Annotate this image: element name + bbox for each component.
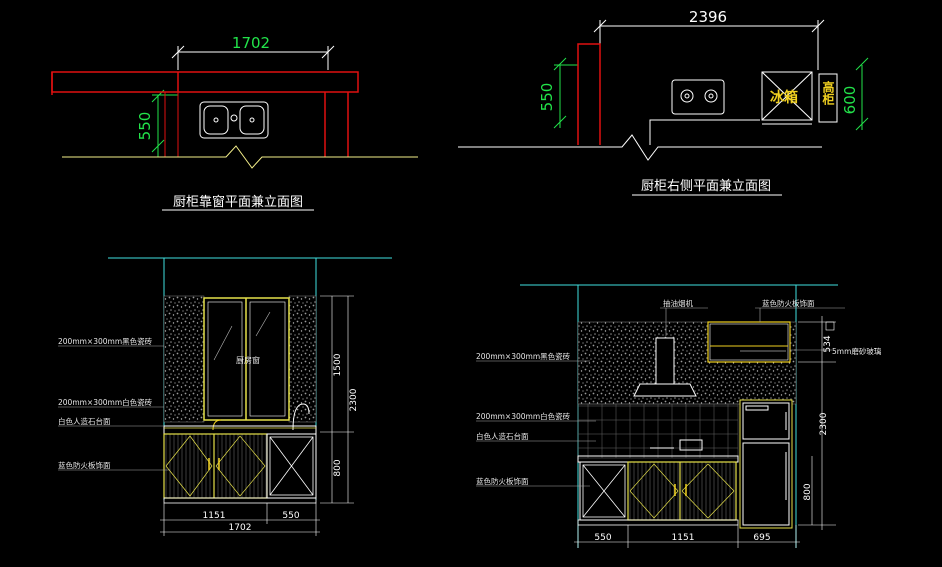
dim-bottom-c-r: 695	[753, 533, 770, 543]
cooktop-icon	[671, 79, 725, 115]
fridge-elevation-icon	[739, 399, 793, 529]
annotation-black-tile-r: 200mm×300mm黑色瓷砖	[476, 351, 571, 361]
dim-cabinet-height: 534	[823, 335, 833, 352]
window-icon	[203, 297, 290, 421]
plan-left-title: 厨柜靠窗平面兼立面图	[173, 194, 303, 210]
glass-label: 5mm磨砂玻璃	[832, 346, 882, 356]
hood-label: 抽油烟机	[663, 298, 693, 308]
dim-bottom-b: 550	[282, 511, 299, 521]
range-hood-icon	[633, 337, 697, 397]
annotation-white-tile: 200mm×300mm白色瓷砖	[58, 397, 153, 407]
plan-left: 1702 550 厨柜靠窗平面兼立面图	[51, 34, 418, 211]
dim-bottom-a: 1151	[203, 511, 226, 521]
dim-bottom-a-r: 550	[594, 533, 611, 543]
dim-bottom-b-r: 1151	[672, 533, 695, 543]
annotation-black-tile: 200mm×300mm黑色瓷砖	[58, 336, 153, 346]
annotation-countertop-r: 白色人造石台面	[476, 431, 529, 441]
plan-right-dim-right: 600	[841, 86, 859, 115]
wall-cabinet	[707, 321, 791, 363]
dim-upper: 1500	[333, 353, 343, 376]
fridge-plan-icon	[761, 71, 813, 125]
plan-left-dim-side: 550	[136, 112, 154, 141]
elevation-left: 厨房窗 200mm×300mm黑色瓷砖 200mm×300mm白色瓷砖 白色人造…	[58, 257, 392, 536]
annotation-countertop: 白色人造石台面	[58, 416, 111, 426]
dim-bottom-total: 1702	[229, 523, 252, 533]
base-cabinet-right	[627, 461, 737, 521]
dim-lower-r: 800	[803, 483, 813, 500]
fridge-label: 冰箱	[770, 89, 798, 106]
base-cabinet	[163, 433, 268, 499]
dim-lower: 800	[333, 459, 343, 476]
dim-total-height: 2300	[349, 388, 359, 411]
annotation-white-tile-r: 200mm×300mm白色瓷砖	[476, 411, 571, 421]
dim-total-height-r: 2300	[819, 412, 829, 435]
window-label: 厨房窗	[236, 355, 260, 365]
plan-right: 2396 550 600 冰箱 高柜 厨柜	[458, 8, 869, 196]
tall-cabinet-label: 高柜	[821, 80, 835, 105]
plan-left-dim-top: 1702	[232, 34, 270, 52]
sink-icon	[199, 101, 269, 139]
floor-line	[62, 145, 418, 169]
plan-right-title: 厨柜右侧平面兼立面图	[641, 179, 771, 194]
wall-right-plan	[577, 43, 601, 145]
plan-right-dim-top: 2396	[689, 8, 727, 26]
annotation-fireproof-board: 蓝色防火板饰面	[58, 460, 111, 470]
top-finish-label: 蓝色防火板饰面	[762, 298, 815, 308]
wall-top	[51, 71, 359, 93]
plan-right-dim-left: 550	[538, 83, 556, 112]
elevation-right: 200mm×300mm黑色瓷砖 200mm×300mm白色瓷砖 白色人造石台面 …	[476, 284, 882, 548]
annotation-fireproof-r: 蓝色防火板饰面	[476, 476, 529, 486]
